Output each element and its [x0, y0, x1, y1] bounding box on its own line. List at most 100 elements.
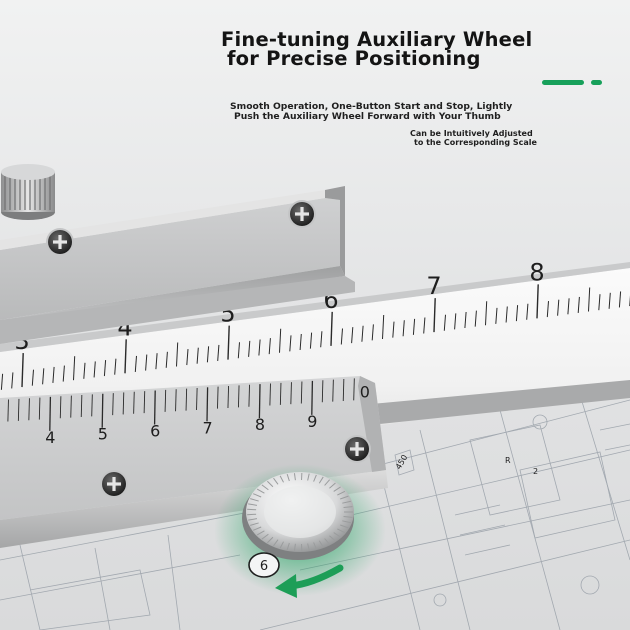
description-line-2: Push the Auxiliary Wheel Forward with Yo… — [234, 111, 501, 122]
vernier-scale-tick — [279, 382, 282, 405]
main-scale-tick — [433, 298, 436, 333]
vernier-scale-tick — [290, 382, 292, 405]
main-scale-tick — [186, 349, 189, 366]
vernier-scale-tick — [7, 399, 9, 422]
main-scale-tick — [505, 306, 508, 323]
vernier-scale-tick — [237, 385, 240, 408]
direction-arrow — [275, 564, 344, 598]
main-scale-tick — [155, 353, 158, 370]
vernier-scale-tick — [332, 379, 334, 402]
main-scale-tick — [392, 321, 395, 338]
vernier-scale-tick — [342, 378, 345, 401]
main-scale-tick — [237, 342, 240, 359]
vernier-scale-tick — [143, 391, 146, 414]
main-scale-tick — [546, 300, 549, 318]
wheel-number-badge: 6 — [248, 552, 280, 578]
main-scale-tick — [196, 347, 199, 364]
vernier-scale-tick — [269, 383, 271, 406]
main-scale-tick — [485, 301, 488, 326]
vernier-scale-tick — [185, 388, 188, 411]
screw — [100, 470, 128, 498]
main-scale-tick — [361, 325, 364, 342]
vernier-scale-tick — [258, 384, 261, 419]
headline-line-1: Fine-tuning Auxiliary Wheel — [221, 28, 533, 51]
main-scale-tick — [31, 369, 34, 386]
main-scale-tick — [52, 366, 55, 383]
main-scale-tick — [567, 298, 570, 315]
main-scale-tick — [279, 328, 282, 353]
main-scale-tick — [618, 291, 622, 308]
screw — [343, 435, 371, 463]
main-scale-tick — [412, 318, 416, 335]
vernier-scale-tick — [311, 380, 314, 415]
main-scale-tick — [145, 354, 148, 371]
main-scale-tick — [608, 292, 611, 309]
screws — [46, 200, 371, 498]
main-scale-tick — [11, 372, 14, 389]
vernier-scale-tick — [153, 390, 156, 425]
vernier-scale-label: 0 — [360, 383, 370, 402]
vernier-scale-tick — [353, 378, 355, 401]
vernier-scale-tick — [217, 386, 219, 409]
vernier-scale-tick — [49, 396, 52, 431]
locking-knob — [1, 164, 55, 220]
main-scale-tick — [309, 332, 313, 349]
main-scale-tick — [134, 355, 137, 372]
main-scale-tick — [268, 338, 271, 355]
vernier-scale-tick — [28, 398, 30, 421]
drawing-label-2: 2 — [533, 467, 538, 476]
main-scale-tick — [0, 373, 4, 390]
vernier-scale-label: 7 — [203, 418, 213, 437]
vernier-scale-label: 4 — [45, 428, 55, 447]
main-scale-tick — [577, 296, 580, 313]
main-scale-tick — [598, 294, 601, 311]
main-scale-tick — [526, 303, 529, 320]
description-line-1: Smooth Operation, One-Button Start and S… — [230, 101, 513, 112]
fine-tuning-wheel — [214, 464, 386, 596]
main-scale-tick — [474, 310, 477, 327]
vernier-scale-tick — [196, 387, 198, 410]
vernier-scale-tick — [164, 389, 167, 412]
main-scale-tick — [443, 314, 446, 331]
vernier-scale-tick — [17, 398, 20, 421]
vernier-scale-tick — [59, 396, 62, 419]
main-scale-tick — [62, 365, 65, 382]
main-scale-tick — [217, 344, 220, 362]
main-scale-tick — [299, 333, 302, 351]
sliding-jaw — [0, 186, 355, 344]
vernier-scale-tick — [122, 392, 125, 415]
main-scale-tick — [42, 368, 45, 385]
main-scale-tick — [402, 320, 405, 337]
vernier-scale-tick — [133, 391, 135, 414]
drawing-label-r: R — [505, 456, 511, 465]
main-scale-ticks — [0, 284, 630, 390]
main-scale-tick — [320, 331, 323, 348]
main-scale-tick — [103, 360, 107, 377]
main-scale-tick — [382, 314, 385, 340]
vernier-scale-tick — [80, 394, 83, 418]
vernier-scale-tick — [112, 393, 114, 416]
main-scale-tick — [289, 335, 292, 352]
vernier-scale-label: 5 — [98, 425, 108, 444]
vernier-scale-tick — [101, 393, 104, 428]
vernier-scale-tick — [321, 380, 324, 403]
note-line-1: Can be Intuitively Adjusted — [410, 129, 533, 138]
main-scale-tick — [588, 287, 591, 312]
vernier-scale-ticks — [7, 378, 355, 431]
vernier-scale-tick — [38, 397, 41, 420]
main-scale-tick — [165, 351, 168, 368]
main-scale-tick — [206, 346, 210, 363]
headline-line-2: for Precise Positioning — [227, 47, 481, 70]
vernier-scale-label: 9 — [307, 412, 317, 431]
main-scale-tick — [93, 361, 96, 378]
main-scale-tick — [258, 339, 261, 356]
main-scale-tick — [21, 353, 24, 388]
vernier-scale-label: 6 — [150, 422, 160, 441]
main-scale-tick — [454, 313, 457, 330]
main-scale-tick — [371, 324, 374, 341]
main-scale-tick — [330, 311, 333, 346]
vernier-scale-tick — [206, 387, 209, 422]
screw — [46, 228, 74, 256]
